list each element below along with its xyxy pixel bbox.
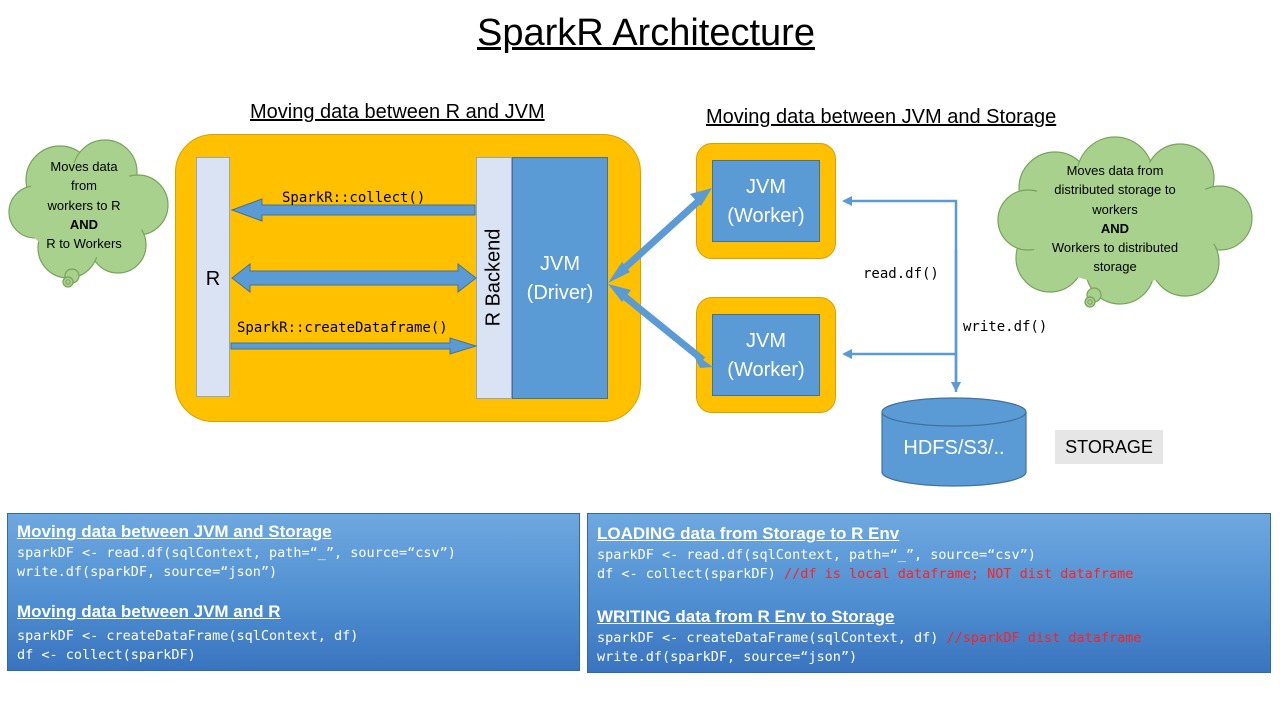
jvm-worker-2-label-line1: JVM <box>746 330 786 352</box>
right-cloud-line: Workers to distributed <box>1051 240 1179 256</box>
info-left-code-2b: df <- collect(sparkDF) <box>17 647 196 663</box>
jvm-worker-2-label-line2: (Worker) <box>727 359 805 381</box>
right-thought-cloud <box>997 136 1253 308</box>
jvm-worker-2-box: JVM (Worker) <box>712 314 820 396</box>
r-backend-box <box>476 157 512 399</box>
left-cloud-line: R to Workers <box>46 236 122 252</box>
section-title-jvm-storage: Moving data between JVM and Storage <box>706 106 1057 128</box>
left-cloud-line: from <box>71 178 97 194</box>
info-left-code-2a: sparkDF <- createDataFrame(sqlContext, d… <box>17 628 359 644</box>
info-right-heading-1: LOADING data from Storage to R Env <box>597 524 900 543</box>
info-left-heading-1: Moving data between JVM and Storage <box>17 522 332 541</box>
create-dataframe-label: SparkR::createDataframe() <box>237 320 448 336</box>
right-cloud-line: storage <box>1093 259 1137 275</box>
right-cloud-line: workers <box>1092 201 1138 217</box>
r-process-box <box>196 157 230 397</box>
left-cloud-and: AND <box>69 216 99 232</box>
right-cloud-line: Moves data from <box>1066 163 1164 178</box>
create-dataframe-arrow <box>230 337 478 355</box>
collect-arrow <box>230 198 476 222</box>
left-thought-cloud <box>8 139 169 288</box>
info-left-code-1a: sparkDF <- read.df(sqlContext, path=“_”,… <box>17 545 456 561</box>
storage-db-label: HDFS/S3/.. <box>903 437 1005 459</box>
right-cloud-line: distributed storage to <box>1054 182 1176 198</box>
left-cloud-text: Moves data from workers to R AND R to Wo… <box>28 157 140 253</box>
storage-worker-connectors <box>842 196 961 392</box>
driver-worker2-arrow <box>608 284 713 368</box>
info-right-code-1a: sparkDF <- read.df(sqlContext, path=“_”,… <box>597 547 1036 563</box>
left-cloud-line: Moves data <box>50 159 118 174</box>
info-right-code-1b-line: df <- collect(sparkDF) //df is local dat… <box>597 565 1133 584</box>
info-box-left: Moving data between JVM and Storage spar… <box>7 513 580 671</box>
r-process-label: R <box>205 268 221 290</box>
info-right-heading-2: WRITING data from R Env to Storage <box>597 607 895 626</box>
right-cloud-text: Moves data from distributed storage to w… <box>1030 161 1200 277</box>
read-df-label: read.df() <box>863 266 939 282</box>
jvm-worker-1-box: JVM (Worker) <box>712 160 820 242</box>
jvm-worker-1-label-line2: (Worker) <box>727 205 805 227</box>
storage-tag: STORAGE <box>1055 430 1163 464</box>
info-left-heading-2: Moving data between JVM and R <box>17 602 281 621</box>
jvm-driver-box: JVM (Driver) <box>512 157 608 399</box>
jvm-worker-1-label-line1: JVM <box>746 176 786 198</box>
left-cloud-line: workers to R <box>47 197 121 213</box>
storage-cylinder <box>881 397 1027 487</box>
info-right-code-1b: df <- collect(sparkDF) <box>597 566 784 582</box>
driver-worker1-arrow <box>608 188 712 283</box>
info-right-comment-2a: //sparkDF dist dataframe <box>946 630 1142 646</box>
info-right-code-2a: sparkDF <- createDataFrame(sqlContext, d… <box>597 630 947 646</box>
section-title-r-jvm: Moving data between R and JVM <box>250 101 545 123</box>
collect-label: SparkR::collect() <box>282 190 426 206</box>
diagram-title: SparkR Architecture <box>477 12 815 54</box>
info-box-right: LOADING data from Storage to R Env spark… <box>587 513 1271 673</box>
write-df-label: write.df() <box>963 319 1048 335</box>
info-right-code-2b: write.df(sparkDF, source=“json”) <box>597 649 858 665</box>
jvm-driver-label-line2: (Driver) <box>526 282 594 304</box>
right-cloud-and: AND <box>1100 220 1130 236</box>
bidirectional-r-backend-arrow <box>231 262 477 294</box>
info-left-code-1b: write.df(sparkDF, source=“json”) <box>17 564 278 580</box>
info-right-code-2a-line: sparkDF <- createDataFrame(sqlContext, d… <box>597 629 1142 648</box>
info-right-comment-1b: //df is local dataframe; NOT dist datafr… <box>783 566 1134 582</box>
jvm-driver-label-line1: JVM <box>540 253 580 275</box>
